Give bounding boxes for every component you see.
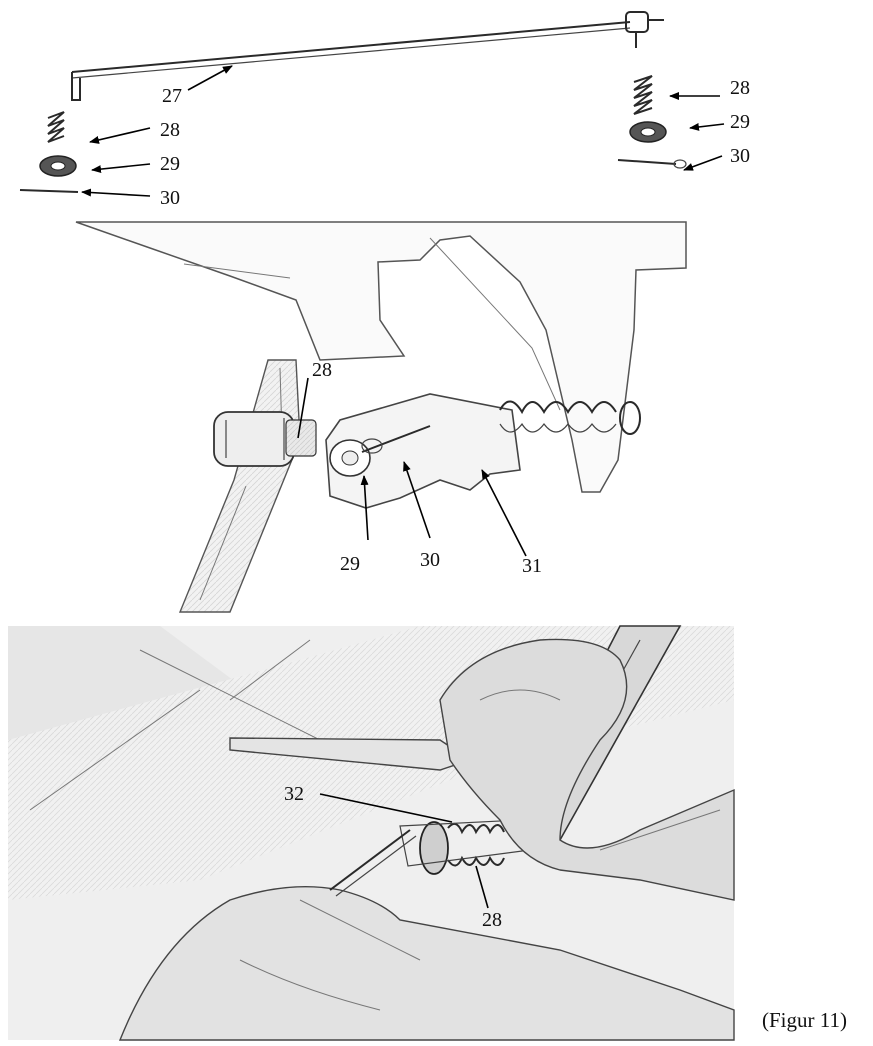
arrow-right-pin xyxy=(683,155,723,171)
vertical-post xyxy=(178,359,301,613)
label-left-washer: 29 xyxy=(160,153,180,175)
lower-hand xyxy=(118,829,735,1041)
label-pliers-spring: 28 xyxy=(482,909,502,931)
leader-pliers-spring xyxy=(475,865,489,909)
mounted-spring-coil xyxy=(499,400,641,435)
label-mounted-spring: 28 xyxy=(312,359,332,381)
clamp-block xyxy=(213,411,317,467)
arrow-left-washer xyxy=(91,163,151,174)
middle-assembly-view: 28 29 30 31 xyxy=(75,221,687,613)
upper-hand xyxy=(439,638,735,901)
left-washer-part xyxy=(39,155,77,177)
label-mounted-washer: 29 xyxy=(340,553,360,575)
mounted-pin xyxy=(361,425,431,454)
label-left-pin: 30 xyxy=(160,187,180,209)
right-pin-part xyxy=(617,159,687,169)
mounted-washer xyxy=(329,439,371,477)
leader-tool-tip xyxy=(319,793,453,823)
housing-plate xyxy=(75,221,687,493)
arrow-left-pin xyxy=(81,188,151,197)
right-washer-part xyxy=(629,121,667,143)
arrow-rod xyxy=(187,65,233,91)
bracket-part xyxy=(325,393,521,509)
top-exploded-view: 27 28 29 30 28 29 30 xyxy=(19,11,750,209)
label-right-pin: 30 xyxy=(730,145,750,167)
arrow-mounted-pin xyxy=(403,461,431,539)
label-mounted-pin: 30 xyxy=(420,549,440,571)
arrow-right-washer xyxy=(689,122,725,131)
label-bracket: 31 xyxy=(522,555,542,577)
left-pin-part xyxy=(19,189,79,193)
figure-caption: (Figur 11) xyxy=(762,1008,847,1032)
bottom-photo-sketch: 32 28 xyxy=(8,625,735,1041)
label-tool-tip: 32 xyxy=(284,783,304,805)
label-left-spring: 28 xyxy=(160,119,180,141)
left-spring-part xyxy=(47,111,65,143)
right-spring-part xyxy=(633,75,653,115)
rod-part xyxy=(71,11,664,101)
label-right-washer: 29 xyxy=(730,111,750,133)
label-rod: 27 xyxy=(162,85,182,107)
label-right-spring: 28 xyxy=(730,77,750,99)
leader-mounted-spring xyxy=(297,377,309,439)
arrow-mounted-washer xyxy=(360,475,369,541)
arrow-bracket xyxy=(481,469,527,557)
arrow-left-spring xyxy=(89,127,151,144)
